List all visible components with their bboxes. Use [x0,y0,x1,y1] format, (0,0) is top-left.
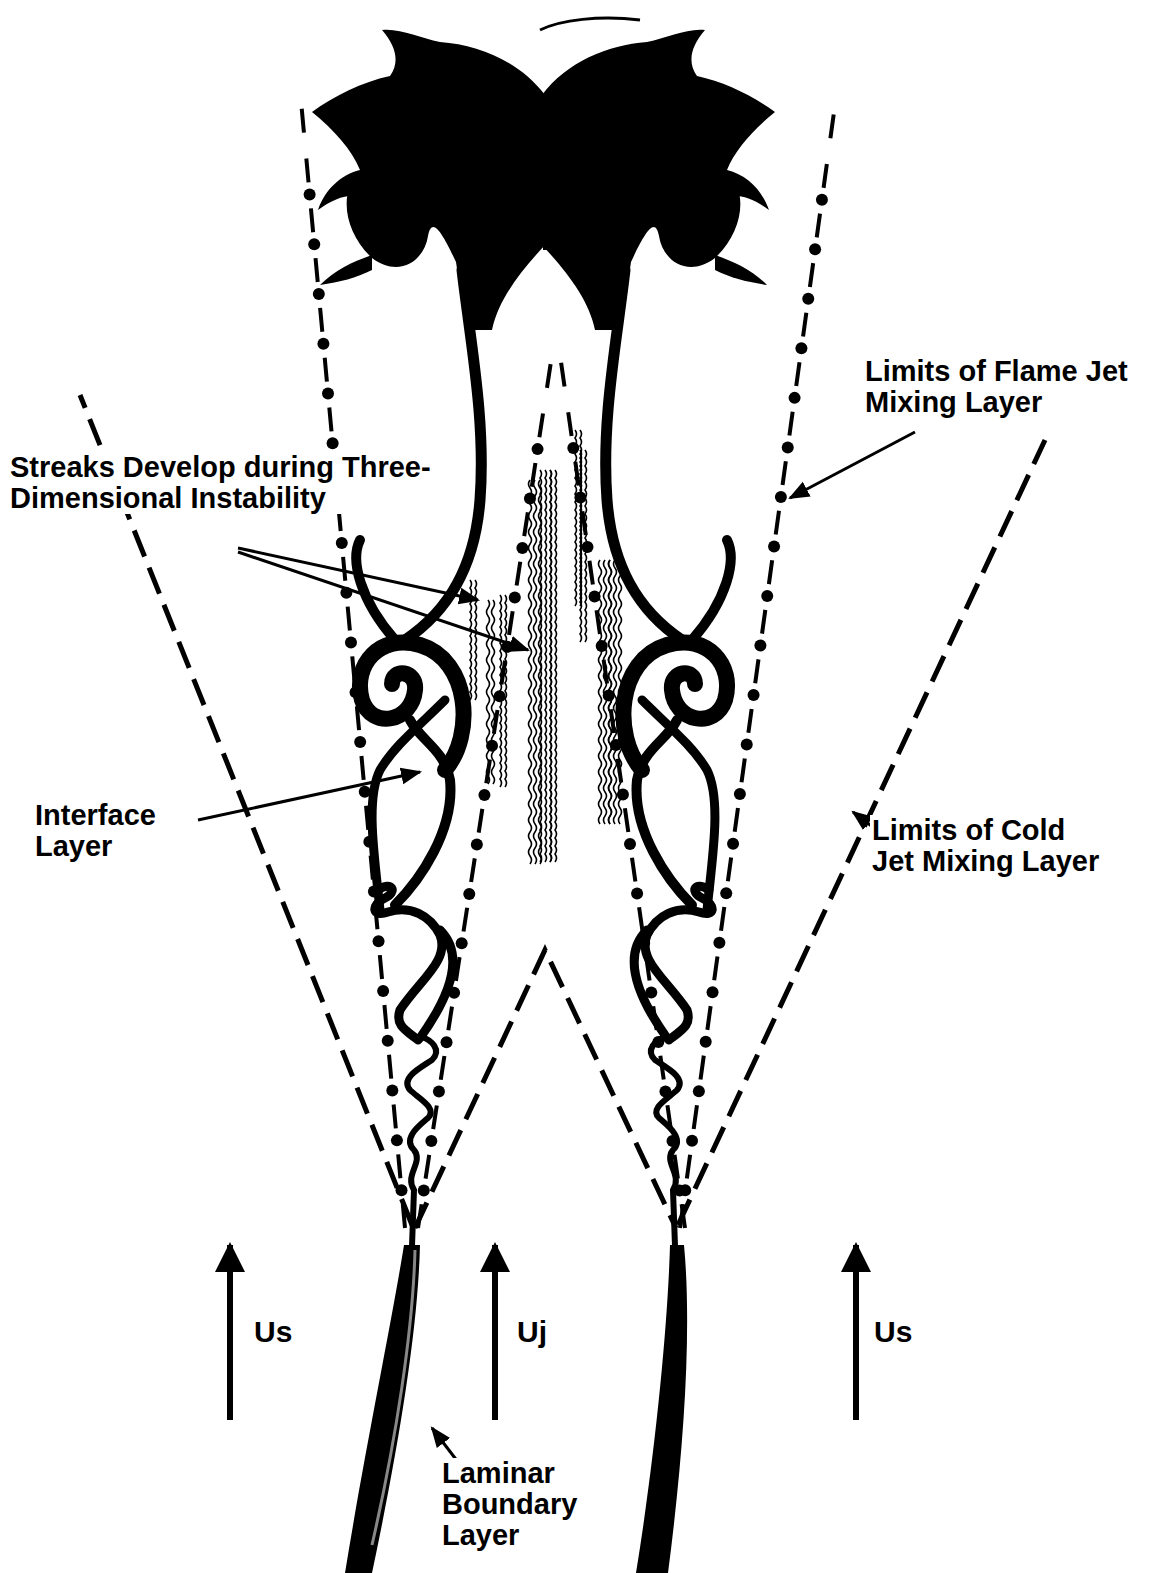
leader-arrows [198,432,915,1462]
flow-speed-label: Us [252,1316,316,1347]
flow-arrows [230,1245,856,1420]
flow-speed-label: Uj [515,1316,579,1347]
interface-layer [356,270,481,1246]
flame-head [312,30,545,330]
streaks-label: Streaks Develop during Three-Dimensional… [8,452,442,514]
flame-limit-label: Limits of Flame Jet Mixing Layer [863,356,1142,418]
boundary-layer-label: Laminar Boundary Layer [440,1458,614,1551]
streaks [470,430,622,864]
flow-speed-label: Us [872,1316,936,1347]
flame-jet-dots [304,188,828,1196]
cold-jet-limits [80,395,1045,1228]
interface-label: Interface Layer [33,800,197,862]
cold-limit-label: Limits of Cold Jet Mixing Layer [870,815,1104,877]
splitter-plates [345,1245,687,1573]
boundary-layer-shade [372,1250,415,1545]
